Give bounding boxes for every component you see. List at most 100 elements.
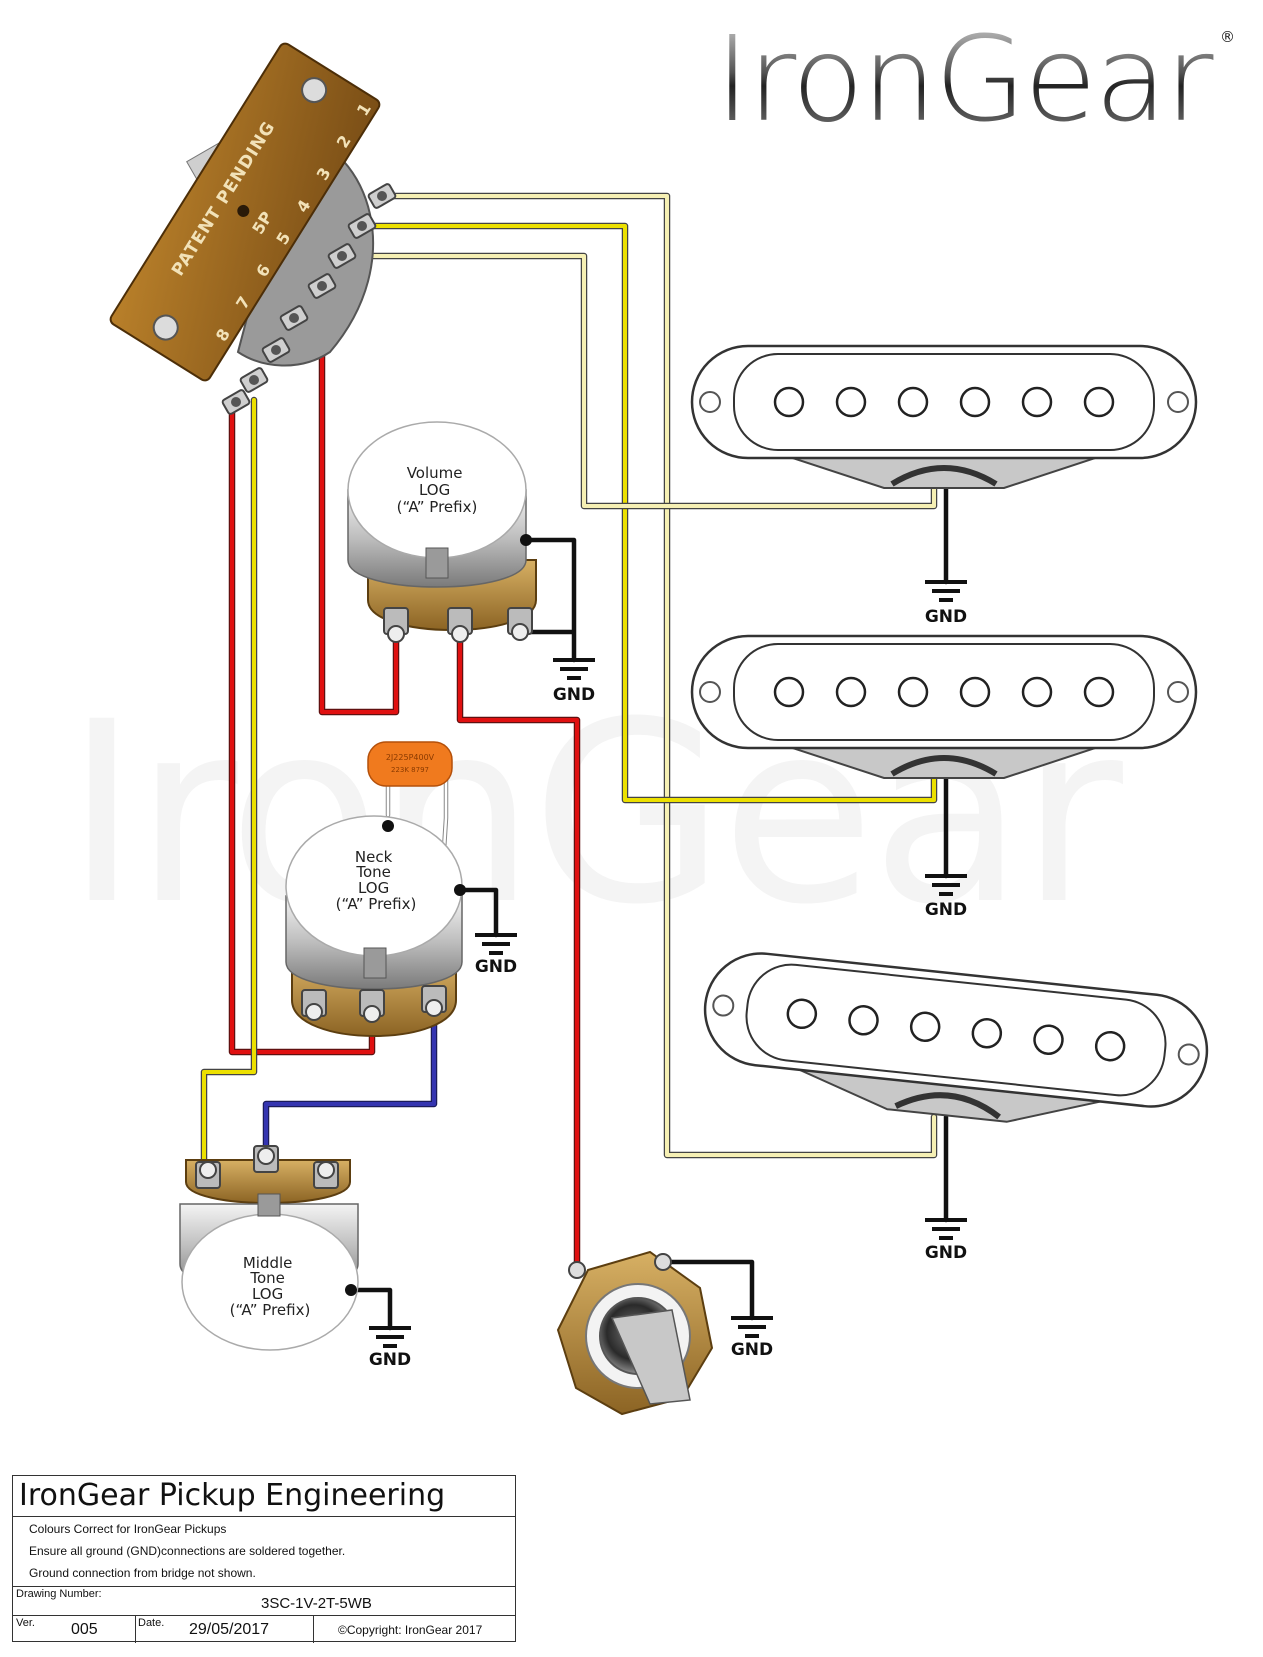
date: 29/05/2017 xyxy=(189,1621,270,1638)
pole-piece xyxy=(835,676,867,708)
mount-hole xyxy=(1167,681,1189,703)
capacitor: 2J225P400V 223K 8797 xyxy=(367,741,453,787)
pole-piece xyxy=(773,676,805,708)
volume-pot: Volume LOG (“A” Prefix) xyxy=(347,421,537,643)
switch-lugs xyxy=(221,183,397,415)
title-block: IronGear Pickup Engineering Colours Corr… xyxy=(12,1475,516,1643)
single-coil-pickup xyxy=(690,634,1198,779)
copyright: ©Copyright: IronGear 2017 xyxy=(338,1623,483,1637)
pole-piece xyxy=(1033,1024,1064,1055)
pole-piece xyxy=(786,998,818,1030)
capacitor-marking-1: 2J225P400V xyxy=(386,753,435,762)
cream-wire-neck xyxy=(348,252,938,510)
note-bridge: Ground connection from bridge not shown. xyxy=(29,1566,256,1580)
gnd-label: GND xyxy=(475,957,517,977)
registered-mark: ® xyxy=(1220,28,1235,46)
title-block-divider xyxy=(313,1615,314,1643)
pole-piece xyxy=(1083,386,1115,418)
gnd-label: GND xyxy=(553,685,595,705)
pole-piece xyxy=(1021,676,1053,708)
pole-piece xyxy=(959,386,991,418)
title-block-divider xyxy=(13,1586,515,1587)
title-block-divider xyxy=(13,1615,515,1616)
switch-lug-hole xyxy=(249,375,259,385)
ground-symbol: GND xyxy=(731,1316,773,1360)
version: 005 xyxy=(71,1621,98,1638)
switch-lug-hole xyxy=(377,191,387,201)
output-jack xyxy=(556,1250,714,1416)
blue-wire xyxy=(262,1006,438,1156)
red-wire-volume-jack xyxy=(456,636,581,1269)
ground-symbol: GND xyxy=(925,580,967,627)
title-block-divider xyxy=(135,1615,136,1643)
yellow-wire-middle xyxy=(368,222,938,804)
drawing-number-label: Drawing Number: xyxy=(16,1588,102,1600)
cream-wire-bridge xyxy=(388,192,938,1159)
logo-text: IronGear xyxy=(715,10,1214,148)
pole-piece xyxy=(1083,676,1115,708)
pole-piece xyxy=(848,1005,879,1036)
pole-piece xyxy=(897,386,929,418)
ground-wire-jack xyxy=(660,1259,755,1321)
pole-piece xyxy=(971,1017,1003,1049)
ground-symbols: GND GND GND GND GND GND GND xyxy=(369,580,967,1370)
neck-tone-pot-label: Neck Tone LOG (“A” Prefix) xyxy=(336,848,417,913)
version-label: Ver. xyxy=(16,1617,35,1629)
ground-symbol: GND xyxy=(553,658,595,705)
switch-lug-hole xyxy=(231,397,241,407)
switch-lug-hole xyxy=(271,345,281,355)
ground-symbol: GND xyxy=(475,933,517,977)
gnd-label: GND xyxy=(925,900,967,920)
red-wire-switch-volume xyxy=(318,282,400,716)
drawing-number: 3SC-1V-2T-5WB xyxy=(261,1595,372,1612)
switch-lug-hole xyxy=(289,313,299,323)
volume-pot-label: Volume LOG (“A” Prefix) xyxy=(397,464,478,516)
capacitor-marking-2: 223K 8797 xyxy=(391,766,429,774)
volume-pot-lugs xyxy=(383,607,533,643)
neck-tone-pot: Neck Tone LOG (“A” Prefix) xyxy=(285,815,466,1037)
pole-piece xyxy=(1094,1030,1126,1062)
gnd-label: GND xyxy=(731,1340,773,1360)
mount-hole xyxy=(1167,391,1189,413)
ground-wire-necktone xyxy=(457,887,499,938)
middle-tone-pot-label: Middle Tone LOG (“A” Prefix) xyxy=(230,1254,311,1319)
ground-wire-middletone xyxy=(348,1287,393,1331)
pickups xyxy=(690,344,1209,1123)
pole-piece xyxy=(897,676,929,708)
company-name: IronGear Pickup Engineering xyxy=(19,1478,446,1513)
pole-piece xyxy=(959,676,991,708)
switch-lug-hole xyxy=(317,281,327,291)
ground-symbol: GND xyxy=(369,1326,411,1370)
mount-hole xyxy=(1177,1043,1200,1066)
pole-piece xyxy=(909,1011,941,1043)
ground-symbol: GND xyxy=(925,874,967,920)
single-coil-pickup xyxy=(703,952,1209,1123)
irongear-logo: IronGear ® xyxy=(715,10,1235,148)
switch-screw-top xyxy=(301,77,328,104)
pole-piece xyxy=(773,386,805,418)
title-block-divider xyxy=(13,1516,515,1517)
mount-hole xyxy=(699,391,721,413)
neck-tone-pot-lugs xyxy=(301,985,447,1023)
note-ground: Ensure all ground (GND)connections are s… xyxy=(29,1544,346,1558)
switch-lug-hole xyxy=(337,251,347,261)
pole-piece xyxy=(835,386,867,418)
middle-tone-pot-lugs xyxy=(195,1145,339,1189)
middle-tone-pot: Middle Tone LOG (“A” Prefix) xyxy=(179,1145,359,1351)
mount-hole xyxy=(699,681,721,703)
yellow-wire-switch-middletone xyxy=(200,396,258,1169)
gnd-label: GND xyxy=(925,607,967,627)
switch-screw-bottom xyxy=(152,314,179,341)
date-label: Date. xyxy=(138,1617,165,1629)
pole-piece xyxy=(1021,386,1053,418)
gnd-label: GND xyxy=(369,1350,411,1370)
gnd-label: GND xyxy=(925,1243,967,1263)
note-colours: Colours Correct for IronGear Pickups xyxy=(29,1522,227,1536)
ground-symbol: GND xyxy=(925,1218,967,1263)
mount-hole xyxy=(712,994,735,1017)
switch-lug-hole xyxy=(357,221,367,231)
switch-rivet xyxy=(237,204,250,217)
single-coil-pickup xyxy=(690,344,1198,489)
